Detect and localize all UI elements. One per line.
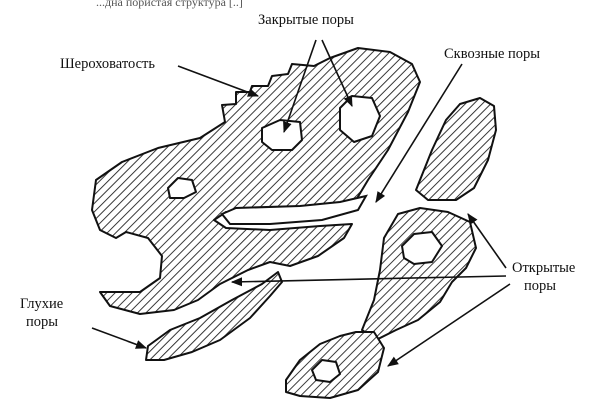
label-blind-pores-1: Глухие xyxy=(20,296,63,312)
label-closed-pores: Закрытые поры xyxy=(258,12,354,28)
label-open-pores-1: Открытые xyxy=(512,260,575,276)
right-middle-body-shape xyxy=(362,208,476,340)
label-blind-pores-2: поры xyxy=(26,314,58,330)
closed-pore-left xyxy=(262,120,302,150)
right-strip-shape xyxy=(416,98,496,200)
arrow-blind-pores xyxy=(92,328,146,348)
label-open-pores-2: поры xyxy=(524,278,556,294)
label-through-pores: Сквозные поры xyxy=(444,46,540,62)
main-body-shape xyxy=(92,48,420,314)
arrow-roughness xyxy=(178,66,258,96)
label-roughness: Шероховатость xyxy=(60,56,155,72)
caption-fragment: ...дна пористая структура [..] xyxy=(96,0,243,9)
